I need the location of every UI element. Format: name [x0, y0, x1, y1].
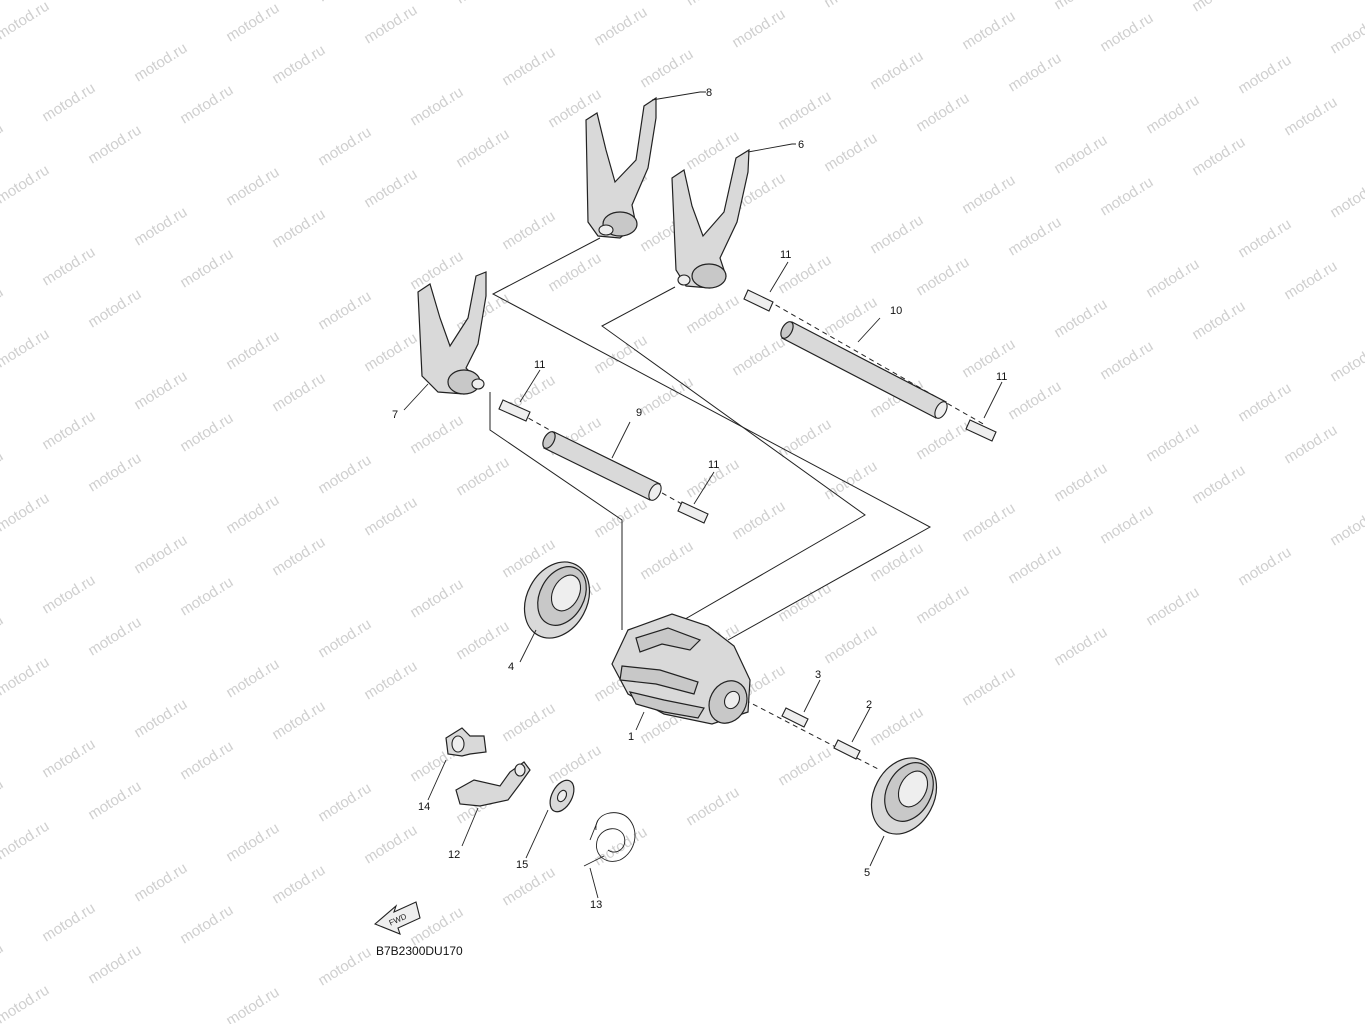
bearing-4[interactable]: [512, 551, 603, 650]
stopper-lever-14[interactable]: [445, 727, 487, 757]
callout-6: 6: [798, 139, 804, 151]
guide-bar-10[interactable]: [778, 320, 949, 421]
circlip-11b[interactable]: [965, 419, 997, 442]
callout-1: 1: [628, 731, 634, 743]
spring-13[interactable]: [583, 812, 636, 867]
callout-10: 10: [890, 305, 902, 317]
assembly-lines: [489, 237, 986, 771]
pin-3[interactable]: [781, 707, 809, 728]
callout-11a: 11: [780, 249, 791, 261]
callout-13: 13: [590, 899, 602, 911]
axis-line-cam: [744, 699, 881, 771]
axis-line-bar9: [504, 404, 706, 518]
pin-2[interactable]: [833, 739, 861, 760]
shift-fork-6[interactable]: [671, 148, 750, 289]
circlip-11d[interactable]: [677, 501, 709, 524]
callout-2: 2: [866, 699, 872, 711]
callout-14: 14: [418, 801, 430, 813]
shift-fork-7[interactable]: [417, 271, 487, 395]
leader-lines: [403, 91, 1003, 899]
guide-bar-9[interactable]: [540, 430, 663, 503]
assembly-line-fork7: [489, 392, 623, 630]
circlip-11a[interactable]: [743, 289, 774, 312]
callout-numbers: 8 6 7 10 9 11 11 11 11 4 1 3 2 5 14 12 1…: [392, 87, 1007, 911]
callout-12: 12: [448, 849, 460, 861]
shift-fork-8[interactable]: [585, 96, 657, 239]
circlip-11c[interactable]: [498, 399, 531, 422]
diagram-code: B7B2300DU170: [376, 944, 463, 958]
callout-8: 8: [706, 87, 712, 99]
callout-11c: 11: [534, 359, 545, 371]
callout-5: 5: [864, 867, 870, 879]
assembly-line-fork8: [491, 237, 932, 641]
segment-12[interactable]: [455, 761, 531, 807]
bearing-5[interactable]: [859, 747, 950, 846]
callout-11d: 11: [708, 459, 719, 471]
callout-9: 9: [636, 407, 642, 419]
fwd-arrow-icon: FWD: [373, 901, 421, 935]
washer-15[interactable]: [545, 776, 579, 815]
axis-line-bar10: [759, 295, 986, 426]
callout-11b: 11: [996, 371, 1007, 383]
callout-4: 4: [508, 661, 514, 673]
assembly-line-fork6: [601, 286, 866, 623]
shift-cam[interactable]: [611, 613, 754, 730]
callout-15: 15: [516, 859, 528, 871]
callout-7: 7: [392, 409, 398, 421]
callout-3: 3: [815, 669, 821, 681]
